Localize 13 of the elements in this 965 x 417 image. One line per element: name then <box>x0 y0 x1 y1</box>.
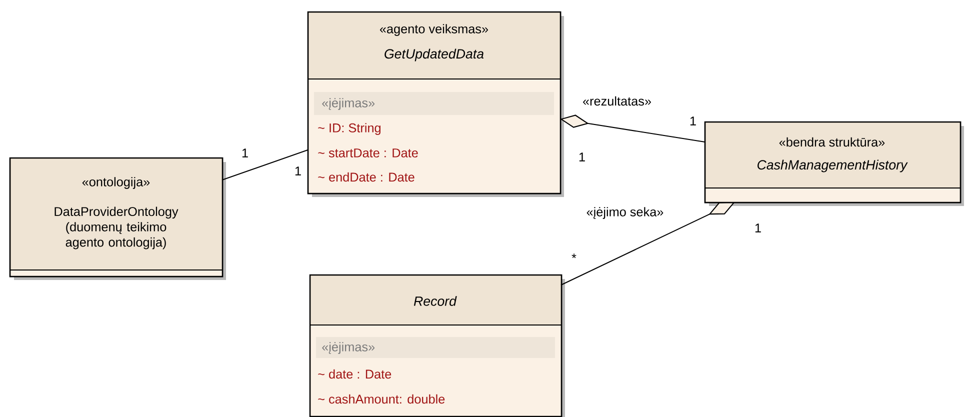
multiplicity-label: 1 <box>295 166 301 176</box>
multiplicity-label: * <box>572 254 576 258</box>
class-box: «agento veiksmas» GetUpdatedData «įėjimas» ~ ID: String ~ startDate : Date ~ endDate : Date <box>307 11 564 197</box>
edge-label: «rezultatas» <box>581 95 653 107</box>
multiplicity-label: 1 <box>690 116 696 126</box>
multiplicity-label: 1 <box>242 148 248 158</box>
multiplicity-label: 1 <box>755 224 761 232</box>
class-box: Record «įėjimas» ~ date : Date ~ cashAmount: double <box>309 274 565 417</box>
class-box: «ontologija» DataProviderOntology (duomenų teikimo agento ontologija) <box>9 157 226 280</box>
edge-label: «įėjimo seka» <box>584 206 666 220</box>
class-box: «bendra struktūra» CashManagementHistory <box>704 121 964 206</box>
multiplicity-label: 1 <box>579 152 585 162</box>
association-line <box>222 149 308 180</box>
